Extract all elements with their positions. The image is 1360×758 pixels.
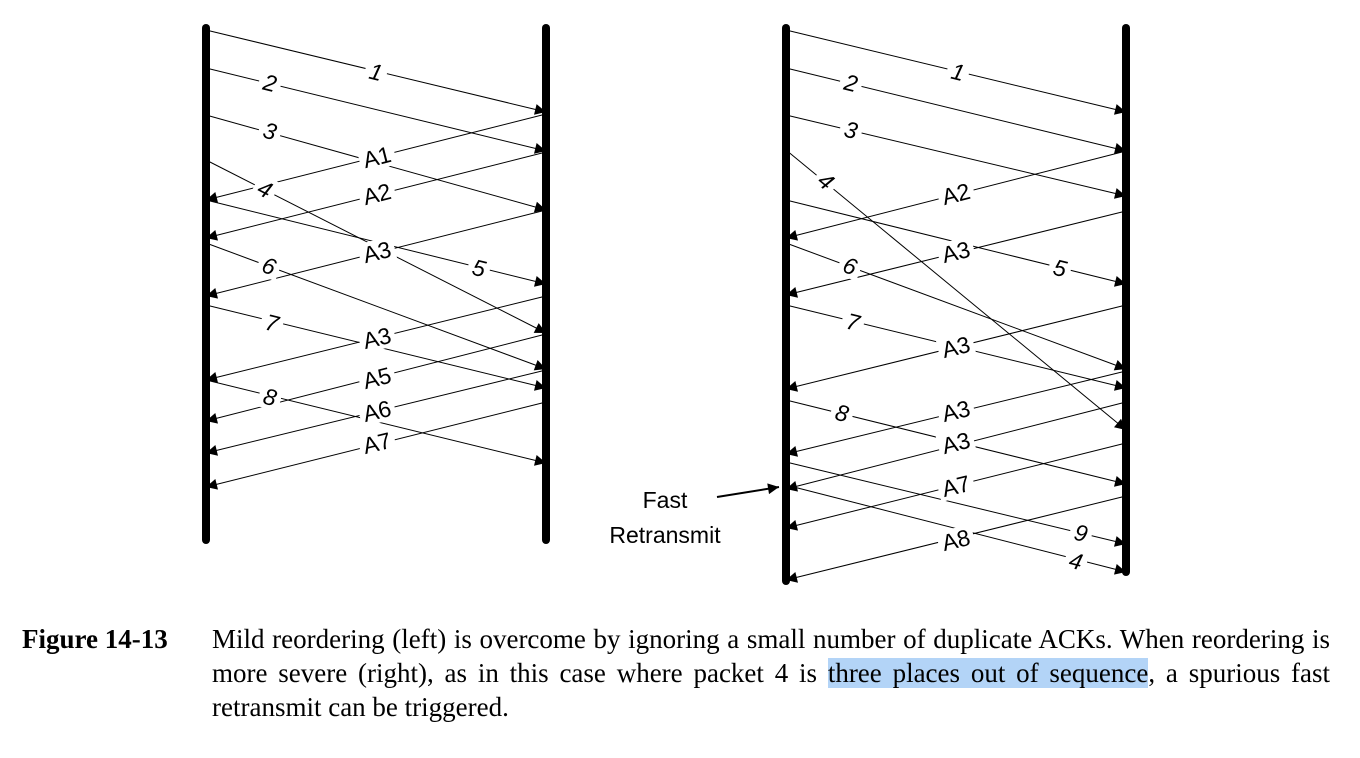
right-packet-label-backing <box>828 398 856 428</box>
left-ack-label-backing <box>356 395 398 427</box>
fast-retransmit-pointer-arrow <box>716 483 780 498</box>
right-packet-label-4: 4 <box>1067 547 1086 575</box>
right-packet-label-5: 5 <box>1051 254 1070 282</box>
right-ack-label-backing <box>935 236 977 268</box>
right-ack-label-backing <box>935 395 977 427</box>
left-ack-label-backing <box>356 235 398 269</box>
left-packet-label-backing <box>465 253 493 283</box>
left-packet-label-backing <box>256 68 284 98</box>
left-packet-label-1: 1 <box>367 58 386 86</box>
right-ack-label-backing <box>935 331 977 363</box>
left-packet-label-backing <box>256 116 284 146</box>
left-ack-label-backing <box>356 177 398 211</box>
right-ack-label-a3: A3 <box>939 395 972 427</box>
right-packet-label-9: 9 <box>1072 519 1091 547</box>
right-packet-label-backing <box>944 57 972 87</box>
left-packet-label-5: 5 <box>470 254 489 282</box>
right-packet-label-backing <box>837 68 865 98</box>
right-packet-label-8: 8 <box>833 399 852 427</box>
left-packet-label-backing <box>249 173 281 205</box>
right-packet-label-backing <box>839 307 867 337</box>
caption-text-after: , a spurious fast retransmit can be trig… <box>212 658 1330 722</box>
left-ack-label-backing <box>356 140 398 174</box>
caption-body: Mild reordering (left) is overcome by ig… <box>212 622 1330 724</box>
right-ack-label-backing <box>935 470 977 502</box>
caption-label: Figure 14-13 <box>22 624 168 654</box>
left-packet-label-backing <box>362 57 390 87</box>
right-packet-label-backing <box>1062 546 1090 576</box>
caption-highlighted-text: three places out of sequence <box>827 658 1149 688</box>
right-packet-label-backing <box>809 164 843 198</box>
left-ack-label-a6: A6 <box>360 395 393 427</box>
right-packet-label-1: 1 <box>949 58 968 86</box>
right-packet-arrow-4 <box>785 149 1127 431</box>
fast-retransmit-label-line2: Retransmit <box>609 522 721 548</box>
left-packet-label-8: 8 <box>261 383 280 411</box>
right-packet-label-backing <box>837 115 865 145</box>
right-packet-label-backing <box>1046 253 1074 283</box>
right-ack-label-backing <box>935 177 977 211</box>
left-packet-label-backing <box>258 308 286 338</box>
caption-text-before: Mild reordering (left) is overcome by ig… <box>212 624 1330 688</box>
fast-retransmit-annotation: Fast Retransmit <box>609 483 780 548</box>
left-ack-label-backing <box>356 427 398 459</box>
right-ack-label-backing <box>935 426 977 460</box>
right-packet-arrow-9 <box>785 461 1127 547</box>
left-packet-label-backing <box>254 250 284 282</box>
right-packet-label-backing <box>1067 518 1095 548</box>
left-ack-label-backing <box>356 361 398 395</box>
left-ack-label-backing <box>356 322 398 354</box>
right-ack-label-backing <box>935 524 977 556</box>
right-packet-label-3: 3 <box>842 116 861 144</box>
fast-retransmit-label-line1: Fast <box>643 487 688 513</box>
left-packet-label-backing <box>256 382 284 412</box>
left-packet-label-2: 2 <box>260 69 280 98</box>
right-packet-label-backing <box>835 250 865 282</box>
right-packet-label-2: 2 <box>841 69 861 98</box>
